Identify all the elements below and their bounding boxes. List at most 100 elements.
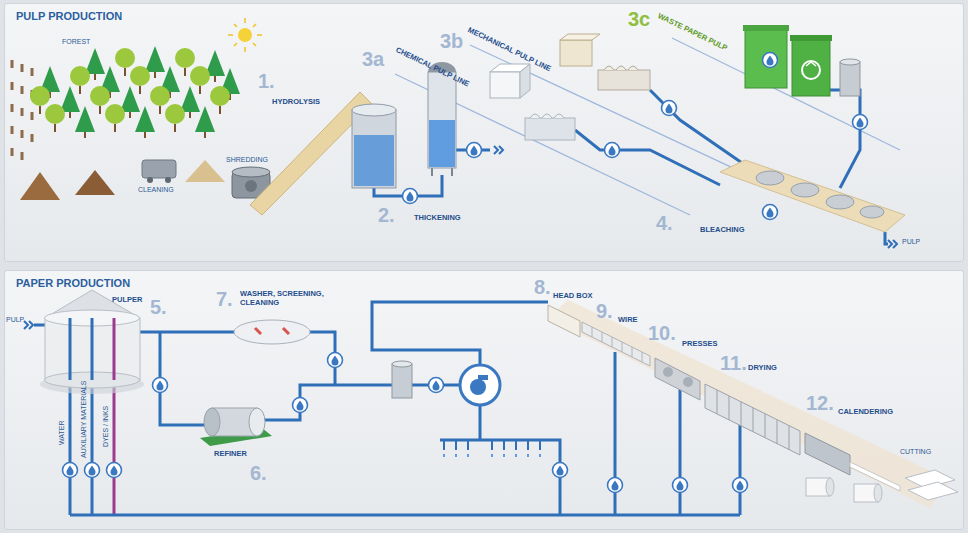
- main-pump-part: [470, 379, 486, 395]
- wood-piles-part: [20, 172, 60, 200]
- section-heading: PAPER PRODUCTION: [5, 271, 130, 289]
- pulp-pumps-part: [888, 240, 897, 248]
- refiner: [200, 408, 272, 446]
- forest: [30, 46, 240, 138]
- forest-part: [60, 86, 80, 112]
- forest-part: [90, 86, 110, 106]
- sun-part: [238, 28, 252, 42]
- cleaning-machine-part: [147, 177, 153, 183]
- lane-lines: [395, 38, 900, 215]
- refiner-part: [249, 408, 265, 436]
- pulp-pumps: [403, 53, 898, 249]
- shredder: [232, 167, 270, 198]
- cleaning-machine-part: [142, 160, 176, 178]
- forest-part: [130, 66, 150, 86]
- wood-piles-part: [75, 170, 115, 195]
- paper-pumps-part: [553, 463, 568, 478]
- forest-part: [180, 86, 200, 112]
- paper-machine-part: [705, 384, 800, 455]
- forest-part: [45, 104, 65, 124]
- waste-paper-bins-part: [745, 30, 787, 88]
- callout-number: 10.: [648, 322, 676, 345]
- waste-paper-bins-part: [743, 25, 789, 31]
- stage-label: PULP: [902, 238, 920, 246]
- conveyor-belt-part: [250, 92, 372, 215]
- paper-machine-part: [548, 305, 580, 337]
- pulp-pumps-part: [467, 143, 482, 158]
- forest-part: [75, 106, 95, 132]
- stage-label: REFINER: [214, 450, 247, 459]
- washer-part: [255, 328, 289, 334]
- bleaching-platform-part: [860, 206, 884, 218]
- bleaching-platform-part: [791, 183, 819, 197]
- pulp-pumps-part: [763, 205, 778, 220]
- lane-lines-part: [395, 38, 900, 215]
- paper-pumps-part: [429, 378, 444, 393]
- stage-label: WIRE: [618, 316, 638, 325]
- forest-part: [205, 50, 225, 76]
- paper-machine-part: [717, 390, 789, 450]
- callout-number: 9.: [596, 300, 613, 323]
- stage-label: THICKENING: [414, 214, 461, 223]
- pulp-pumps-part: [605, 143, 620, 158]
- conveyor-belt: [250, 92, 372, 215]
- paper-pumps-part: [63, 463, 78, 478]
- callout-number: 3b: [440, 30, 463, 53]
- stage-label: WASHER, SCREENING, CLEANING: [240, 290, 332, 307]
- thickening-tank-part: [432, 168, 452, 176]
- mechanical-pulp-plant-part: [598, 70, 650, 90]
- refiner-part: [212, 408, 257, 436]
- chemical-pulp-plant-part: [490, 72, 520, 98]
- sun: [228, 18, 262, 52]
- hydrolysis-tank-part: [352, 104, 396, 116]
- paper-machine: [548, 300, 958, 508]
- waste-paper-bins: [743, 25, 860, 96]
- forest-part: [120, 86, 140, 112]
- pulper-part: [70, 318, 92, 380]
- stage-label: CALENDERING: [838, 408, 893, 417]
- bleaching-platform: [720, 160, 905, 232]
- callout-number: 6.: [250, 462, 267, 485]
- pulp-pumps-part: [403, 189, 418, 204]
- main-pump: [460, 365, 500, 405]
- mechanical-pulp-plant-part: [560, 34, 600, 40]
- callout-number: 11.: [720, 352, 747, 375]
- pulp-pumps-part: [494, 146, 503, 154]
- stage-label: CUTTING: [900, 448, 931, 456]
- paper-machine-part: [850, 462, 900, 491]
- bleaching-platform-part: [756, 171, 784, 185]
- paper-pipes-part: [444, 454, 540, 457]
- forest-part: [220, 68, 240, 94]
- paper-machine-part: [805, 433, 850, 475]
- paper-pipes-part: [34, 302, 740, 515]
- paper-machine-part: [874, 484, 882, 502]
- paper-machine-part: [663, 367, 673, 377]
- stage-label: HEAD BOX: [553, 292, 593, 301]
- callout-number: 3c: [628, 8, 650, 31]
- shredder-part: [245, 180, 257, 192]
- forest-part: [85, 48, 105, 74]
- pulp-pumps-part: [853, 115, 868, 130]
- screening-tank-part: [392, 361, 412, 367]
- callout-number: 4.: [656, 212, 673, 235]
- paper-pumps-part: [608, 478, 623, 493]
- paper-pumps-part: [85, 463, 100, 478]
- paper-pipes-part: [113, 335, 116, 515]
- paper-pumps-part: [107, 463, 122, 478]
- forest-part: [135, 106, 155, 132]
- pulper-part: [113, 318, 116, 380]
- paper-pumps-part: [24, 321, 33, 329]
- pulp-pumps-part: [763, 53, 778, 68]
- waste-paper-bins-part: [840, 62, 860, 96]
- forest-part: [145, 46, 165, 72]
- chemical-pulp-plant-part: [525, 118, 575, 140]
- paper-machine-part: [592, 327, 642, 362]
- paper-machine-part: [905, 470, 955, 488]
- pulp-pumps-part: [662, 101, 677, 116]
- mechanical-pulp-plant-part: [604, 66, 638, 70]
